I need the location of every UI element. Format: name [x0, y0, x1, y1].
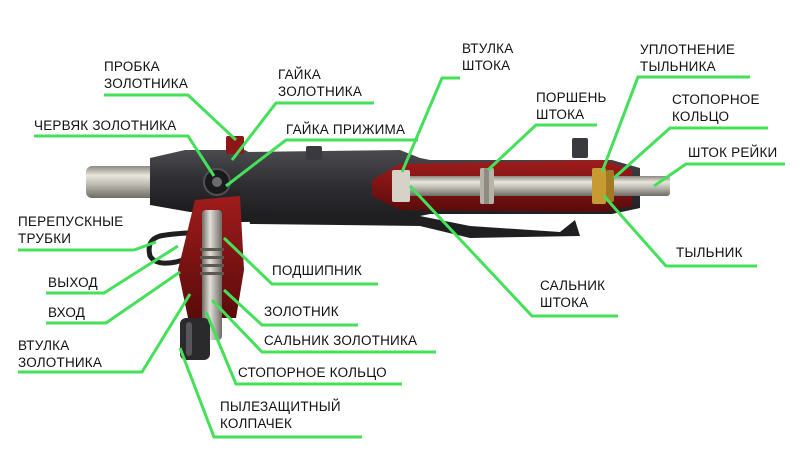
label-perepusknye-trubki: ПЕРЕПУСКНЫЕ ТРУБКИ [18, 213, 124, 247]
leader-podshipnik [222, 236, 378, 286]
leader-zolotnik [222, 288, 358, 327]
leader-vyhod [46, 244, 179, 295]
leader-tylnik [602, 195, 757, 268]
label-line: ЗОЛОТНИКА [278, 84, 363, 99]
bypass-tube [248, 212, 580, 238]
label-line: СТОПОРНОЕ КОЛЬЦО [238, 365, 387, 380]
label-line: КОЛПАЧЕК [220, 416, 293, 431]
label-vhod: ВХОД [48, 304, 85, 321]
dust-cap [180, 318, 210, 360]
label-line: ВТУЛКА [462, 41, 514, 56]
valve-bearing [200, 248, 224, 275]
leader-probka [104, 93, 238, 142]
label-line: ГАЙКА ПРИЖИМА [286, 122, 406, 137]
label-line: ШТОК РЕЙКИ [688, 145, 778, 160]
dust-cap-shine [186, 322, 192, 356]
valve-worm-center [212, 177, 222, 187]
leader-pylezaschitny [178, 347, 362, 439]
label-podshipnik: ПОДШИПНИК [272, 262, 362, 279]
label-salnik-shtoka: САЛЬНИК ШТОКА [540, 277, 605, 311]
rod-bushing [392, 170, 410, 202]
label-line: ПОДШИПНИК [272, 263, 362, 278]
leader-perepusknye [18, 240, 157, 252]
label-gayka-zolotnika: ГАЙКА ЗОЛОТНИКА [278, 66, 362, 100]
label-line: ПОРШЕНЬ [536, 90, 607, 105]
label-line: ЗОЛОТНИКА [104, 76, 189, 91]
label-line: УПЛОТНЕНИЕ [640, 42, 736, 57]
label-line: САЛЬНИК [540, 278, 606, 293]
label-line: САЛЬНИК ЗОЛОТНИКА [264, 333, 418, 348]
leader-lines [18, 75, 785, 439]
piston-ring [484, 168, 489, 204]
tail-seal [592, 168, 606, 204]
leader-stopornoe-top [613, 126, 768, 180]
label-line: ВХОД [48, 305, 86, 320]
label-line: ШТОКА [462, 58, 511, 73]
leader-vhod [46, 270, 181, 325]
label-line: ТЫЛЬНИК [676, 245, 743, 260]
label-line: ВТУЛКА [18, 338, 70, 353]
label-line: ШТОКА [536, 107, 585, 122]
tail-ring [606, 170, 614, 202]
leader-salnik-shtoka [408, 184, 618, 318]
label-chervyak-zolotnika: ЧЕРВЯК ЗОЛОТНИКА [34, 117, 176, 134]
leader-chervyak [34, 134, 216, 177]
label-line: ПЫЛЕЗАЩИТНЫЙ [220, 399, 341, 414]
label-line: ТЫЛЬНИКА [640, 59, 716, 74]
leader-salnik-zolotnika [210, 298, 436, 354]
label-porshen-shtoka: ПОРШЕНЬ ШТОКА [536, 89, 607, 123]
housing-boss [572, 138, 588, 158]
label-tylnik: ТЫЛЬНИК [676, 244, 743, 261]
label-zolotnik: ЗОЛОТНИК [264, 303, 339, 320]
label-stopornoe-kolco-bottom: СТОПОРНОЕ КОЛЬЦО [238, 364, 387, 381]
label-line: ГАЙКА [278, 67, 321, 82]
label-line: КОЛЬЦО [672, 109, 730, 124]
label-vtulka-zolotnika: ВТУЛКА ЗОЛОТНИКА [18, 337, 102, 371]
leader-stopornoe-bottom [204, 311, 402, 386]
label-line: ЧЕРВЯК ЗОЛОТНИКА [34, 118, 177, 133]
label-uplotnenie-tylnika: УПЛОТНЕНИЕ ТЫЛЬНИКА [640, 41, 735, 75]
label-vtulka-shtoka: ВТУЛКА ШТОКА [462, 40, 513, 74]
housing-boss [306, 146, 322, 160]
piston-rod [396, 176, 666, 196]
label-line: ТРУБКИ [18, 231, 72, 246]
leader-gayka-prizhima [225, 138, 418, 188]
leader-vtulka-shtoka [400, 76, 460, 173]
leader-vtulka-zolotnika [18, 293, 192, 374]
label-line: ПРОБКА [104, 59, 160, 74]
label-probka-zolotnika: ПРОБКА ЗОЛОТНИКА [104, 58, 188, 92]
leader-uplotnenie [600, 75, 750, 173]
label-shtok-reyki: ШТОК РЕЙКИ [688, 144, 777, 161]
left-rod-end [86, 166, 170, 198]
leader-shtok-reyki [653, 162, 785, 188]
label-stopornoe-kolco-top: СТОПОРНОЕ КОЛЬЦО [672, 91, 760, 125]
label-line: ПЕРЕПУСКНЫЕ [18, 214, 124, 229]
label-pylezaschitny-kolpachek: ПЫЛЕЗАЩИТНЫЙ КОЛПАЧЕК [220, 398, 341, 432]
leader-gayka-zolotnika [230, 101, 374, 161]
label-line: ВЫХОД [48, 275, 98, 290]
label-salnik-zolotnika: САЛЬНИК ЗОЛОТНИКА [264, 332, 417, 349]
label-line: ЗОЛОТНИК [264, 304, 339, 319]
label-line: ЗОЛОТНИКА [18, 355, 103, 370]
label-gayka-prizhima: ГАЙКА ПРИЖИМА [286, 121, 405, 138]
label-line: ШТОКА [540, 295, 589, 310]
label-vyhod: ВЫХОД [48, 274, 98, 291]
label-line: СТОПОРНОЕ [672, 92, 760, 107]
leader-porshen [486, 123, 597, 172]
